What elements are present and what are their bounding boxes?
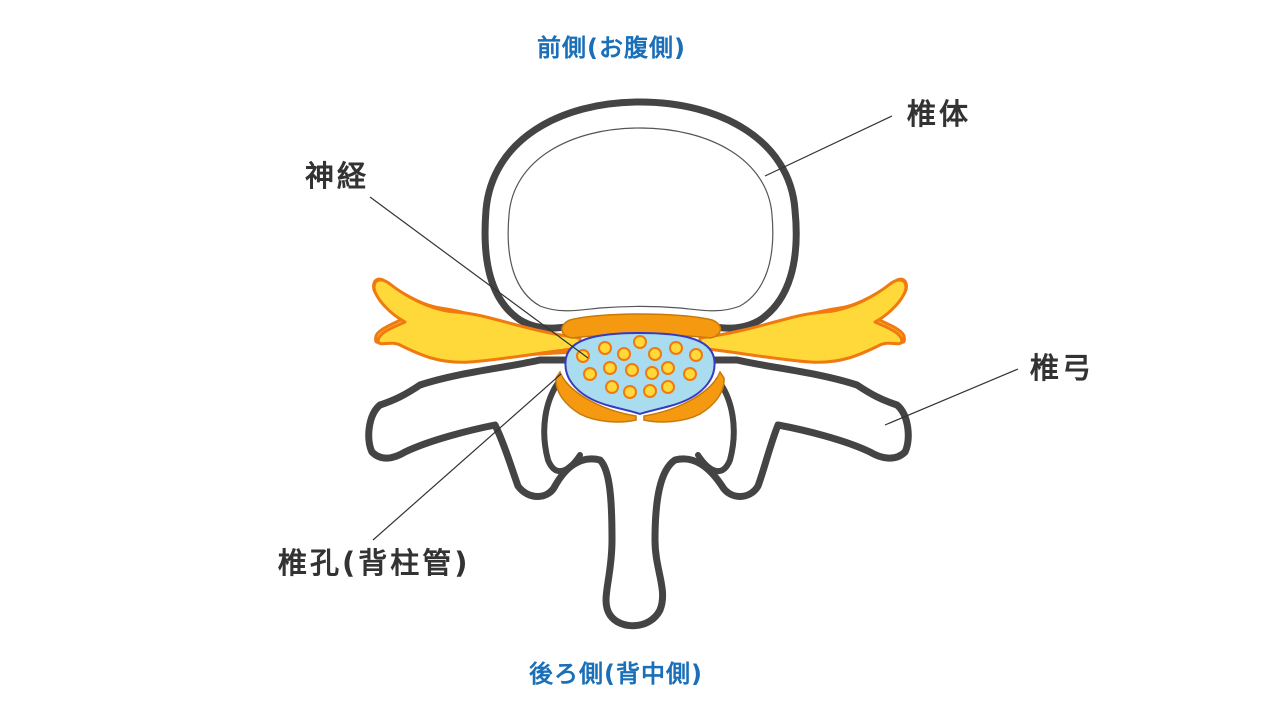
ligament-right — [643, 370, 725, 423]
leader-line-nerve — [369, 196, 589, 359]
arch-inner-contour-right — [695, 377, 737, 475]
nerve-fiber — [683, 367, 697, 381]
nerve-fiber — [645, 366, 659, 380]
vertebral-body-label: 椎体 — [907, 97, 972, 131]
leader-line-vertebral-arch — [884, 368, 1019, 426]
nerve-fiber — [598, 341, 612, 355]
leader-line-vertebral-body — [764, 115, 893, 177]
vertebral-body — [481, 98, 800, 332]
nerve-label: 神経 — [305, 159, 370, 193]
nerve-fiber — [605, 380, 619, 394]
nerve-fiber — [576, 349, 590, 363]
vertebral-body-inner — [507, 127, 774, 312]
vertebral-foramen-label: 椎孔(背柱管) — [278, 546, 471, 580]
nerve-root-right-body — [698, 278, 908, 364]
nerve-fiber — [643, 384, 657, 398]
ligament-top — [561, 313, 722, 339]
arch-inner-contour — [541, 377, 583, 475]
nerve-root-left-body — [372, 278, 582, 364]
nerve-fiber — [623, 385, 637, 399]
nerve-fiber — [661, 380, 675, 394]
nerve-fibers — [576, 335, 703, 399]
nerve-fiber — [583, 367, 597, 381]
vertebral-arch — [365, 356, 912, 630]
ligament-left — [555, 370, 637, 423]
nerve-fiber — [633, 335, 647, 349]
nerve-fiber — [625, 363, 639, 377]
nerve-fiber — [689, 348, 703, 362]
nerve-fiber — [603, 361, 617, 375]
nerve-fiber — [648, 347, 662, 361]
nerve-fiber — [661, 361, 675, 375]
nerve-fiber — [617, 347, 631, 361]
vertebral-arch-label: 椎弓 — [1030, 351, 1095, 385]
posterior-label: 後ろ側(背中側) — [529, 660, 703, 688]
nerve-fiber — [669, 341, 683, 355]
anterior-label: 前側(お腹側) — [537, 34, 686, 62]
leader-line-vertebral-foramen — [372, 373, 562, 541]
